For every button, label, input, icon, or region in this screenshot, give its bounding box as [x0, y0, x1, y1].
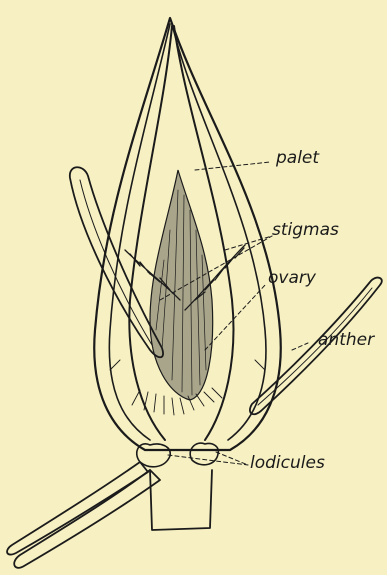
label-anther: anther — [318, 332, 374, 349]
label-lodicules: lodicules — [250, 455, 325, 472]
lodicule-right — [190, 443, 218, 465]
label-stigmas: stigmas — [272, 222, 339, 239]
leader-anther — [292, 343, 308, 350]
anther-lower-left-1 — [14, 470, 160, 568]
label-ovary: ovary — [268, 270, 316, 287]
anther-lower-left-2 — [7, 462, 148, 555]
leader-ovary — [205, 284, 266, 350]
label-palet: palet — [276, 150, 319, 167]
